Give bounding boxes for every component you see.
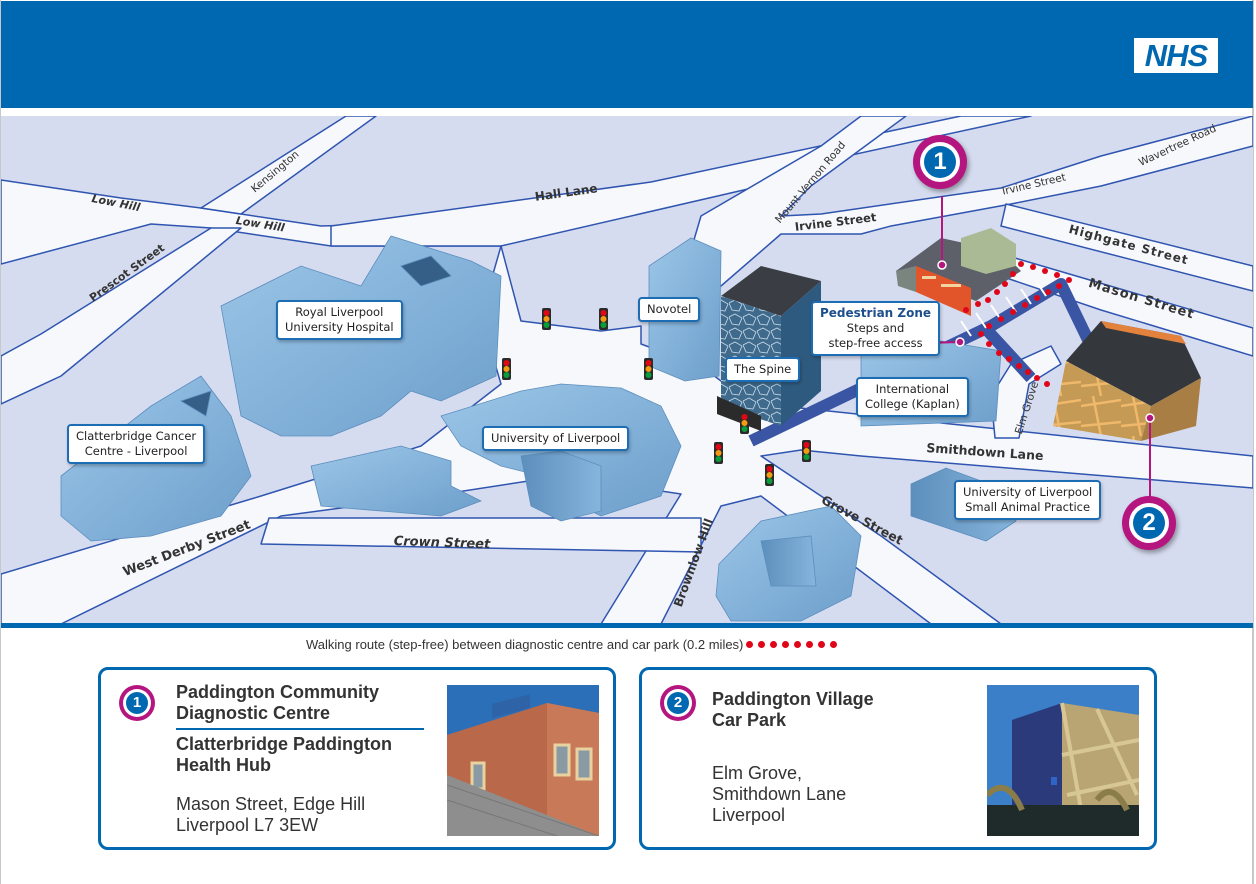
location-title: Paddington Village Car Park [712, 689, 874, 730]
label-royal-liverpool-hospital: Royal Liverpool University Hospital [276, 300, 403, 340]
location-badge-2: 2 [660, 685, 696, 721]
car-park-building-photo [987, 685, 1139, 836]
header-bar: NHS [1, 1, 1253, 108]
map-divider [1, 623, 1253, 628]
location-address: Mason Street, Edge Hill Liverpool L7 3EW [176, 794, 366, 835]
location-subtitle: Clatterbridge Paddington Health Hub [176, 734, 392, 775]
map-pin-2[interactable]: 2 [1122, 496, 1176, 550]
the-spine-building [717, 266, 821, 431]
location-card-diagnostic-centre: 1 Paddington Community Diagnostic Centre… [98, 667, 616, 850]
route-dots-icon [746, 641, 838, 648]
label-international-college: International College (Kaplan) [856, 377, 969, 417]
location-card-car-park: 2 Paddington Village Car Park Elm Grove,… [639, 667, 1157, 850]
label-clatterbridge-cancer-centre: Clatterbridge Cancer Centre - Liverpool [67, 424, 206, 464]
area-map[interactable]: Low Hill Low Hill Kensington Prescot Str… [1, 116, 1253, 624]
diagnostic-centre-building [896, 228, 1021, 316]
location-badge-1: 1 [119, 685, 155, 721]
brick-building-photo [447, 685, 599, 836]
title-divider [176, 728, 424, 730]
traffic-lights [502, 308, 811, 486]
nhs-logo: NHS [1134, 38, 1218, 73]
car-park-building [1053, 321, 1201, 441]
map-pin-1[interactable]: 1 [913, 135, 967, 189]
location-address: Elm Grove, Smithdown Lane Liverpool [712, 763, 847, 825]
label-the-spine: The Spine [725, 357, 801, 382]
label-pedestrian-zone: Pedestrian Zone Steps and step-free acce… [811, 301, 941, 356]
location-title: Paddington Community Diagnostic Centre [176, 682, 379, 723]
label-university-of-liverpool: University of Liverpool [482, 426, 630, 451]
label-novotel: Novotel [638, 297, 701, 322]
label-small-animal-practice: University of Liverpool Small Animal Pra… [954, 480, 1102, 520]
walking-route-legend: Walking route (step-free) between diagno… [306, 637, 838, 652]
walking-route-dots [963, 261, 1072, 387]
